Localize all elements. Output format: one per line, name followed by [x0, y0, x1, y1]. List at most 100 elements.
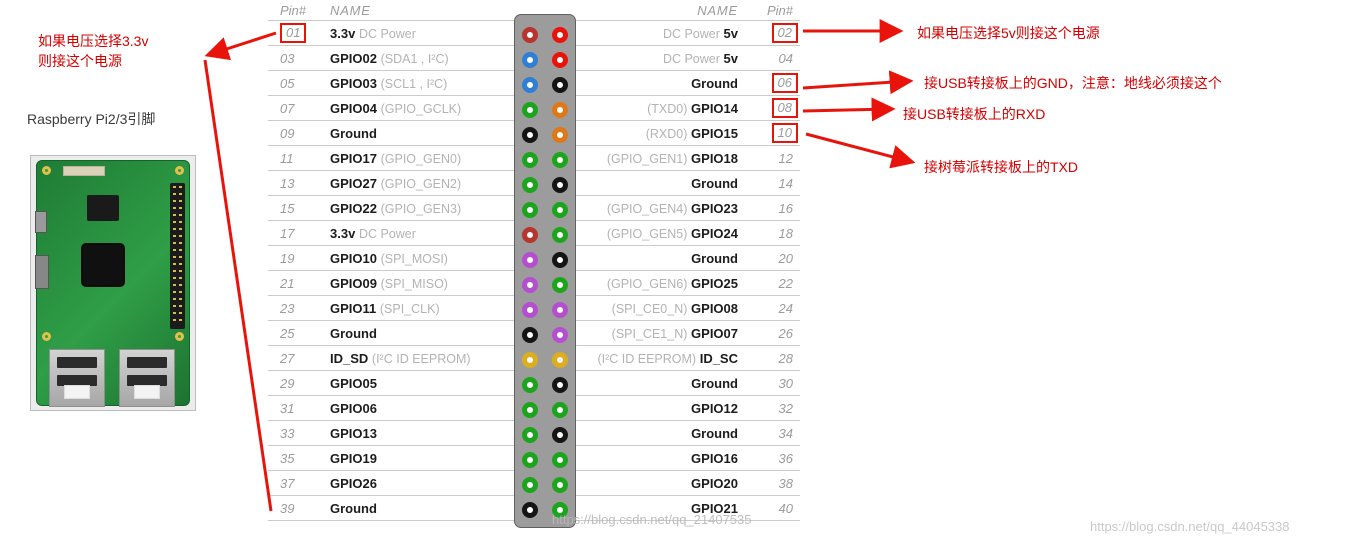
pin-number-left: 29 [280, 375, 295, 391]
pin-number-right: 34 [778, 425, 793, 441]
pin-hole [552, 451, 568, 468]
pin-hole [522, 251, 538, 268]
pin-hole [552, 326, 568, 343]
pin-number-right: 28 [778, 350, 793, 366]
pin-hole-row [515, 297, 575, 322]
pin-number-right: 26 [778, 325, 793, 341]
pin-hole [522, 276, 538, 293]
pin-hole [522, 76, 538, 93]
pin-name-left: 3.3v DC Power [330, 25, 416, 41]
pin-hole [552, 426, 568, 443]
arrow-rxd [802, 97, 896, 122]
watermark-bottom-right: https://blog.csdn.net/qq_44045338 [1090, 519, 1290, 534]
soc-chip [83, 245, 123, 285]
pin-number-left: 13 [280, 175, 295, 191]
pin-hole [522, 401, 538, 418]
pin-name-left: Ground [330, 500, 377, 516]
pin-number-right: 36 [778, 450, 793, 466]
pin-hole-row [515, 322, 575, 347]
usb-port [49, 349, 105, 407]
pin-hole-row [515, 197, 575, 222]
pin-hole [522, 376, 538, 393]
pin-name-left: GPIO06 [330, 400, 377, 416]
pin-hole [522, 351, 538, 368]
pin-name-right: Ground [691, 425, 738, 441]
pin-hole [552, 76, 568, 93]
watermark-center: https://blog.csdn.net/qq_21407535 [552, 512, 752, 527]
pin-name-left: Ground [330, 125, 377, 141]
pin-hole-row [515, 247, 575, 272]
pin-hole-row [515, 72, 575, 97]
pin-name-right: (SPI_CE1_N) GPIO07 [611, 325, 738, 341]
pin-hole-row [515, 122, 575, 147]
pin-name-right: (SPI_CE0_N) GPIO08 [611, 300, 738, 316]
arrow-gnd [802, 70, 914, 95]
pin-name-right: Ground [691, 250, 738, 266]
pin-number-right: 14 [778, 175, 793, 191]
pin-hole-row [515, 172, 575, 197]
pin-number-left: 17 [280, 225, 295, 241]
pin-name-left: GPIO22 (GPIO_GEN3) [330, 200, 462, 216]
pin-hole-row [515, 222, 575, 247]
pin-name-right: GPIO21 [691, 500, 738, 516]
pin-hole-row [515, 447, 575, 472]
pin-name-right: (GPIO_GEN6) GPIO25 [606, 275, 738, 291]
pin-name-left: GPIO09 (SPI_MISO) [330, 275, 448, 291]
pin-name-right: Ground [691, 75, 738, 91]
pin-hole [552, 151, 568, 168]
pin-number-right: 24 [778, 300, 793, 316]
usb-sticker [64, 385, 90, 399]
pin-number-left: 09 [280, 125, 295, 141]
pin-number-left: 15 [280, 200, 295, 216]
pin-number-right: 30 [778, 375, 793, 391]
pin-number-right: 16 [778, 200, 793, 216]
annotation-3v3-power: 如果电压选择3.3v 则接这个电源 [38, 31, 148, 71]
pin-name-right: (GPIO_GEN1) GPIO18 [606, 150, 738, 166]
pin-name-left: GPIO13 [330, 425, 377, 441]
pin-number-right: 08 [771, 98, 798, 118]
pin-number-right: 04 [778, 50, 793, 66]
pin-hole [522, 301, 538, 318]
annotation-3v3-line1: 如果电压选择3.3v [38, 33, 149, 49]
annotation-gnd: 接USB转接板上的GND，注意：地线必须接这个 [924, 75, 1222, 91]
pin-name-left: GPIO10 (SPI_MOSI) [330, 250, 448, 266]
pin-hole-row [515, 497, 575, 522]
pin-hole [552, 226, 568, 243]
pin-hole [552, 201, 568, 218]
pin-number-left: 05 [280, 75, 295, 91]
pin-hole [552, 401, 568, 418]
pin-name-right: (I²C ID EEPROM) ID_SC [597, 350, 738, 366]
pin-hole [522, 26, 538, 43]
pin-number-left: 11 [280, 150, 294, 166]
pinout-rows: 01 3.3v DC Power DC Power 5v 02 03 GPIO0… [268, 21, 800, 521]
pin-hole-row [515, 472, 575, 497]
pin-name-left: GPIO02 (SDA1 , I²C) [330, 50, 449, 66]
pin-number-right: 12 [778, 150, 793, 166]
usb-port [119, 349, 175, 407]
ram-chip [87, 195, 119, 221]
pin-hole [552, 251, 568, 268]
pin-name-right: Ground [691, 175, 738, 191]
pin-hole [552, 476, 568, 493]
pin-name-left: GPIO17 (GPIO_GEN0) [330, 150, 462, 166]
board-label: Raspberry Pi2/3引脚 [27, 111, 156, 127]
pin-number-left: 31 [280, 400, 295, 416]
pin-hole-row [515, 347, 575, 372]
pin-hole [522, 151, 538, 168]
annotation-rxd: 接USB转接板上的RXD [903, 106, 1046, 122]
pin-hole [552, 351, 568, 368]
arrow-3v3 [204, 31, 277, 61]
mounting-hole [175, 332, 184, 341]
pin-number-left: 19 [280, 250, 295, 266]
pin-hole [522, 426, 538, 443]
pin-name-left: ID_SD (I²C ID EEPROM) [330, 350, 471, 366]
header-pin-left: Pin# [280, 2, 307, 18]
pin-hole [522, 201, 538, 218]
pin-hole-row [515, 372, 575, 397]
pin-hole [522, 176, 538, 193]
pin-hole [552, 276, 568, 293]
pin-hole [552, 126, 568, 143]
pinout-row: 19 GPIO10 (SPI_MOSI) Ground 20 [268, 246, 800, 271]
mounting-hole [42, 166, 51, 175]
